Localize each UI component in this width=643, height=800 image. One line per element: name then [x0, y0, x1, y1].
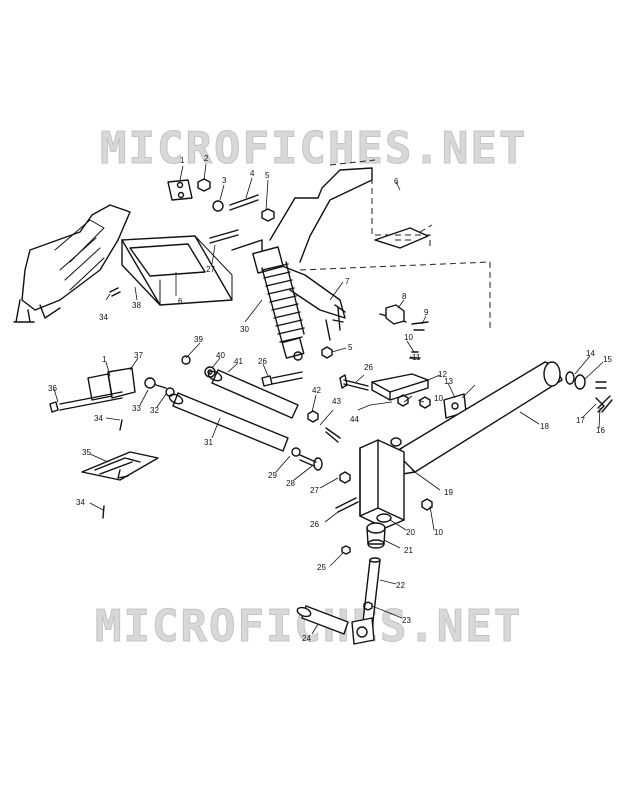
callout-40: 40 — [216, 351, 225, 360]
callout-39: 39 — [194, 335, 203, 344]
bracket-12 — [371, 351, 467, 419]
callout-18: 18 — [540, 422, 549, 431]
callout-4: 4 — [250, 169, 255, 178]
watermark-top: MICROFICHES.NET — [100, 123, 527, 174]
callout-26-lower: 26 — [310, 520, 319, 529]
grease-fittings — [341, 498, 433, 611]
callout-14: 14 — [586, 349, 595, 358]
callout-10-top: 10 — [404, 333, 413, 342]
callout-12: 12 — [438, 370, 447, 379]
callout-34-top: 34 — [99, 313, 108, 322]
callout-2: 2 — [204, 154, 209, 163]
callout-36: 36 — [48, 384, 57, 393]
callout-7: 7 — [345, 277, 350, 286]
callout-43: 43 — [332, 397, 341, 406]
callout-8: 8 — [402, 292, 407, 301]
callout-35: 35 — [82, 448, 91, 457]
callout-34-mid: 34 — [94, 414, 103, 423]
callout-30: 30 — [240, 325, 249, 334]
sleeve-24 — [296, 605, 349, 635]
callout-34-bottom: 34 — [76, 498, 85, 507]
bracket-37 — [49, 367, 136, 413]
callout-24: 24 — [302, 634, 311, 643]
callout-3: 3 — [222, 176, 227, 185]
callout-11: 11 — [412, 353, 421, 362]
skid-plate-35 — [81, 451, 159, 481]
callout-21: 21 — [404, 546, 413, 555]
callout-10-mid: 10 — [434, 394, 443, 403]
callout-10-bottom: 10 — [434, 528, 443, 537]
callout-31: 31 — [204, 438, 213, 447]
rod-ends-center — [291, 410, 351, 484]
callout-29: 29 — [268, 471, 277, 480]
callout-5-top: 5 — [265, 171, 270, 180]
callout-13: 13 — [444, 377, 453, 386]
callout-23: 23 — [402, 616, 411, 625]
callout-27-mid: 27 — [310, 486, 319, 495]
bushing-21 — [366, 522, 386, 549]
callout-labels: 1 2 3 4 5 6 7 8 9 27 6 34 38 30 5 10 11 … — [48, 154, 612, 643]
left-shock-background — [13, 204, 131, 323]
callout-20: 20 — [406, 528, 415, 537]
bushings-left — [144, 355, 216, 397]
shock-mount-box — [121, 235, 263, 306]
shock-hardware — [321, 304, 429, 359]
callout-28: 28 — [286, 479, 295, 488]
spindle-bracket — [359, 437, 405, 529]
frame-outline — [299, 159, 491, 330]
callout-26-upper: 26 — [258, 357, 267, 366]
callout-6-mid: 6 — [178, 297, 183, 306]
callout-22: 22 — [396, 581, 405, 590]
studs-34 — [102, 287, 123, 519]
callout-1-top: 1 — [180, 156, 185, 165]
callout-6-top: 6 — [394, 177, 399, 186]
callout-25: 25 — [317, 563, 326, 572]
callout-5-mid: 5 — [348, 343, 353, 352]
callout-37: 37 — [134, 351, 143, 360]
frame-bracket — [269, 167, 429, 319]
bolt-26-upper — [261, 371, 303, 387]
spindle-22 — [351, 557, 381, 645]
callout-33: 33 — [132, 404, 141, 413]
right-hardware — [565, 371, 613, 413]
callout-32: 32 — [150, 406, 159, 415]
callout-19: 19 — [444, 488, 453, 497]
callout-41: 41 — [234, 357, 243, 366]
callout-15: 15 — [603, 355, 612, 364]
callout-26-mid: 26 — [364, 363, 373, 372]
callout-16: 16 — [596, 426, 605, 435]
callout-1-left: 1 — [102, 355, 107, 364]
leader-lines — [53, 163, 604, 635]
callout-27-top: 27 — [206, 265, 215, 274]
top-link-plate — [167, 178, 275, 244]
callout-17: 17 — [576, 416, 585, 425]
callout-38: 38 — [132, 301, 141, 310]
callout-42: 42 — [312, 386, 321, 395]
callout-9: 9 — [424, 308, 429, 317]
shock-absorber — [252, 246, 305, 361]
bolt-26-lower — [335, 374, 369, 513]
callout-44: 44 — [350, 415, 359, 424]
